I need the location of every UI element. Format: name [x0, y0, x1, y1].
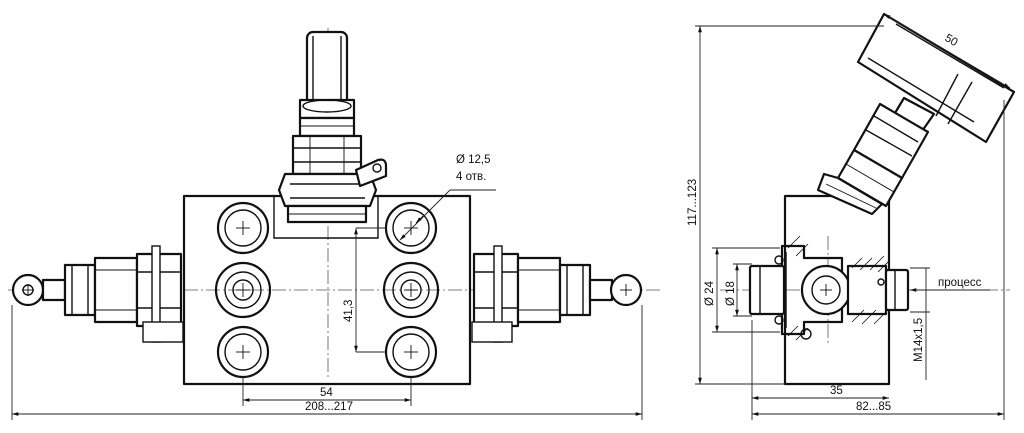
side-dimensions: 117...123 50 Ø 24 Ø 18 процесс M14x1,5 — [687, 13, 1011, 420]
dim-bore-24: Ø 24 — [704, 280, 716, 306]
hole-bottom-left — [216, 325, 270, 379]
hole-top-left — [216, 201, 270, 255]
port-section — [748, 235, 910, 341]
hole-diameter-label: Ø 12,5 — [456, 154, 491, 166]
dim-hole-spacing-v: 41,3 — [343, 300, 355, 322]
hole-count-label: 4 отв. — [456, 171, 486, 183]
dim-height: 117...123 — [687, 179, 699, 226]
side-view: 117...123 50 Ø 24 Ø 18 процесс M14x1,5 — [687, 12, 1016, 420]
port-left — [214, 261, 272, 319]
dim-overall-width: 208...217 — [305, 401, 353, 413]
right-valve — [471, 245, 643, 343]
thread-label: M14x1,5 — [913, 318, 925, 362]
dim-depth: 82...85 — [856, 401, 891, 413]
angled-bonnet — [816, 12, 1016, 216]
front-dimensions: 54 208...217 41,3 Ø 12,5 4 отв. — [11, 154, 643, 420]
port-right — [382, 261, 440, 319]
dim-bore-18: Ø 18 — [725, 281, 737, 306]
dim-hole-spacing-h: 54 — [320, 387, 333, 399]
dim-handwheel: 50 — [943, 32, 960, 49]
top-valve — [277, 30, 388, 224]
process-label: процесс — [938, 277, 982, 289]
front-view: 54 208...217 41,3 Ø 12,5 4 отв. — [8, 28, 660, 420]
hole-bottom-right — [384, 325, 438, 379]
hole-top-right — [384, 201, 438, 255]
dim-port-offset: 35 — [830, 385, 843, 397]
left-valve — [11, 245, 184, 343]
